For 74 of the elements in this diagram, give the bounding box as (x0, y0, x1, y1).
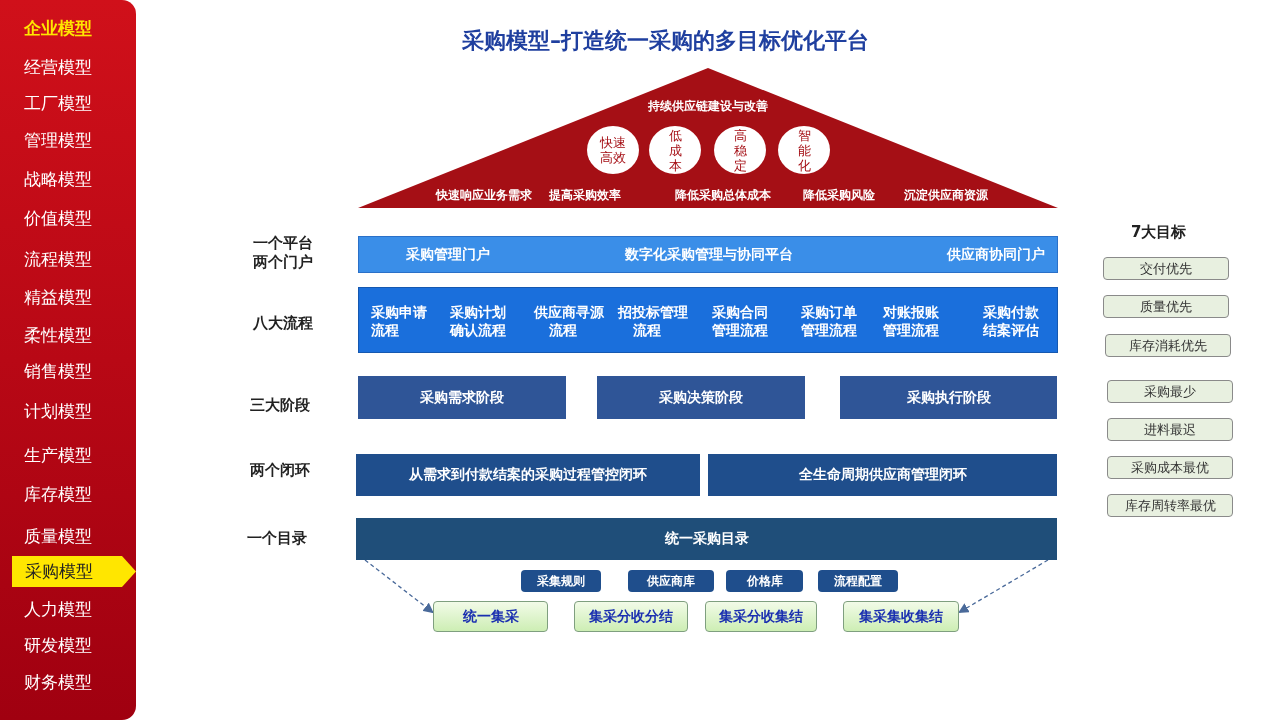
loop-box: 全生命周期供应商管理闭环 (708, 454, 1057, 496)
process-text: 采购合同管理流程 (712, 303, 769, 339)
process-text: 采购付款结案评估 (983, 303, 1040, 339)
resource-tag: 流程配置 (818, 570, 898, 592)
goal-box: 库存周转率最优 (1107, 494, 1233, 517)
goal-box: 采购最少 (1107, 380, 1233, 403)
selected-menu-tab (12, 556, 136, 587)
circle-text: 低成本 (667, 127, 683, 173)
dashed-arrow (958, 559, 1049, 614)
process-text: 招投标管理流程 (618, 303, 689, 339)
menu-item: 经营模型 (24, 56, 92, 79)
mode-box: 集采集收集结 (843, 601, 959, 632)
row-label: 一个平台两个门户 (253, 234, 314, 272)
mode-box: 集采分收集结 (705, 601, 817, 632)
process-text: 供应商寻源流程 (534, 303, 605, 339)
platform-text: 供应商协同门户 (947, 246, 1045, 264)
roof-text: 提高采购效率 (549, 187, 621, 204)
roof-text: 降低采购风险 (803, 187, 875, 204)
menu-item: 人力模型 (24, 598, 92, 621)
menu-item: 战略模型 (24, 168, 92, 191)
roof-text: 快速响应业务需求 (436, 187, 532, 204)
platform-text: 采购管理门户 (406, 246, 490, 264)
row-label: 一个目录 (247, 529, 307, 548)
menu-item: 销售模型 (24, 360, 92, 383)
goal-box: 库存消耗优先 (1105, 334, 1231, 357)
title: 采购模型–打造统一采购的多目标优化平台 (462, 27, 869, 55)
roof-triangle (358, 68, 1058, 208)
goal-box: 质量优先 (1103, 295, 1229, 318)
menu-item: 质量模型 (24, 525, 92, 548)
loop-box: 从需求到付款结案的采购过程管控闭环 (356, 454, 700, 496)
menu-item: 生产模型 (24, 444, 92, 467)
stage-box: 采购执行阶段 (840, 376, 1057, 419)
goal-box: 交付优先 (1103, 257, 1229, 280)
section-heading: 7大目标 (1131, 223, 1187, 242)
process-text: 采购订单管理流程 (801, 303, 858, 339)
menu-item: 采购模型 (25, 560, 93, 583)
menu-item: 计划模型 (24, 400, 92, 423)
process-text: 对账报账管理流程 (883, 303, 940, 339)
menu-item: 柔性模型 (24, 324, 92, 347)
menu-item: 研发模型 (24, 634, 92, 657)
resource-tag: 采集规则 (521, 570, 601, 592)
stage-box: 采购决策阶段 (597, 376, 805, 419)
resource-tag: 价格库 (726, 570, 803, 592)
resource-tag: 供应商库 (628, 570, 714, 592)
process-bar (358, 287, 1058, 353)
process-text: 采购申请流程 (371, 303, 428, 339)
menu-item: 管理模型 (24, 129, 92, 152)
row-label: 两个闭环 (250, 461, 310, 480)
dashed-arrow (364, 559, 434, 614)
goal-box: 采购成本最优 (1107, 456, 1233, 479)
row-label: 八大流程 (253, 314, 313, 333)
circle-text: 高稳定 (732, 127, 748, 173)
platform-bar (358, 236, 1058, 273)
row-label: 三大阶段 (250, 396, 310, 415)
sidebar-menu-panel (0, 0, 136, 720)
roof-heading: 持续供应链建设与改善 (648, 98, 768, 115)
stage-box: 采购需求阶段 (358, 376, 566, 419)
process-text: 采购计划确认流程 (450, 303, 507, 339)
menu-item: 工厂模型 (24, 92, 92, 115)
circle-text: 快速高效 (599, 135, 627, 165)
roof-text: 沉淀供应商资源 (904, 187, 988, 204)
platform-text: 数字化采购管理与协同平台 (625, 246, 793, 264)
menu-item: 精益模型 (24, 286, 92, 309)
menu-item: 流程模型 (24, 248, 92, 271)
catalog-bar: 统一采购目录 (356, 518, 1057, 560)
goal-box: 进料最迟 (1107, 418, 1233, 441)
menu-heading: 企业模型 (24, 17, 92, 40)
menu-item: 库存模型 (24, 483, 92, 506)
menu-item: 价值模型 (24, 207, 92, 230)
circle-text: 智能化 (796, 127, 812, 173)
menu-item: 财务模型 (24, 671, 92, 694)
roof-text: 降低采购总体成本 (675, 187, 771, 204)
mode-box: 统一集采 (433, 601, 548, 632)
mode-box: 集采分收分结 (574, 601, 688, 632)
